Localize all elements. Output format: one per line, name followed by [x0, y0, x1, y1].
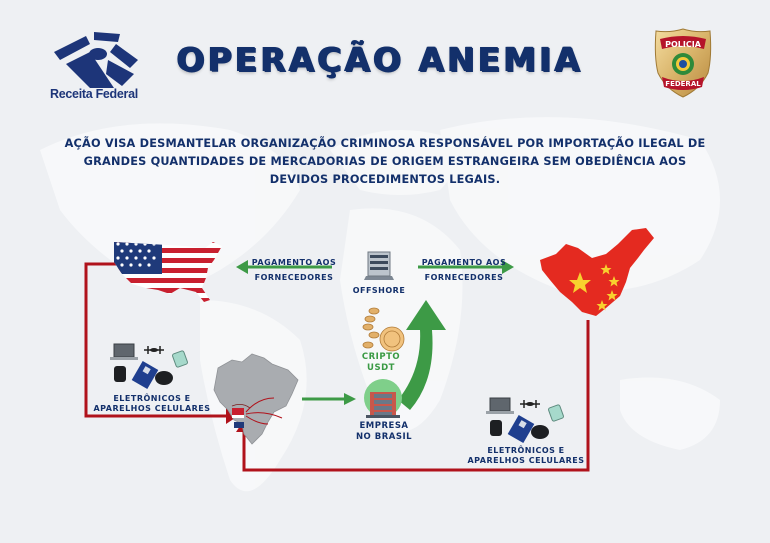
crypto-label-line1: CRIPTO — [361, 352, 401, 362]
subtitle-line-3: DEVIDOS PROCEDIMENTOS LEGAIS. — [269, 173, 501, 186]
goods-label-right-line2: APARELHOS CELULARES — [467, 456, 585, 465]
company-building-icon — [364, 379, 402, 418]
offshore-label: OFFSHORE — [352, 286, 406, 295]
payment-label-china: PAGAMENTO AOS FORNECEDORES — [416, 257, 512, 283]
payment-label-usa-line1: PAGAMENTO AOS — [251, 258, 337, 267]
subtitle: AÇÃO VISA DESMANTELAR ORGANIZAÇÃO CRIMIN… — [30, 135, 740, 189]
green-arrowhead-left — [236, 260, 248, 274]
crypto-label-line2: USDT — [367, 363, 395, 373]
empresa-label: EMPRESA NO BRASIL — [340, 421, 428, 443]
crypto-coins-icon — [362, 307, 405, 352]
page-title: OPERAÇÃO ANEMIA — [176, 40, 584, 79]
goods-label-left-line1: ELETRÔNICOS E — [113, 394, 191, 403]
crypto-label: CRIPTO USDT — [356, 352, 406, 374]
electronics-icon-left — [110, 343, 188, 390]
receita-federal-label: Receita Federal — [50, 87, 138, 101]
big-curved-arrow — [398, 300, 446, 410]
china-flag-map-icon — [540, 228, 654, 316]
green-arrowhead-right — [502, 260, 514, 274]
subtitle-line-1: AÇÃO VISA DESMANTELAR ORGANIZAÇÃO CRIMIN… — [64, 137, 706, 150]
electronics-icon-right — [486, 397, 564, 444]
brazil-map-icon — [213, 353, 299, 445]
payment-label-usa: PAGAMENTO AOS FORNECEDORES — [246, 257, 342, 283]
empresa-label-line1: EMPRESA — [359, 421, 409, 431]
subtitle-line-2: GRANDES QUANTIDADES DE MERCADORIAS DE OR… — [83, 155, 687, 168]
receita-federal-logo-icon — [54, 32, 138, 88]
payment-label-usa-line2: FORNECEDORES — [254, 273, 334, 282]
goods-label-right: ELETRÔNICOS E APARELHOS CELULARES — [446, 446, 606, 466]
goods-label-right-line1: ELETRÔNICOS E — [487, 446, 565, 455]
green-arrowhead-empresa — [344, 393, 356, 405]
payment-label-china-line2: FORNECEDORES — [424, 273, 504, 282]
office-building-icon — [364, 251, 394, 280]
policia-federal-badge-icon: POLICIA FEDERAL — [654, 28, 712, 98]
empresa-label-line2: NO BRASIL — [355, 432, 413, 442]
payment-label-china-line1: PAGAMENTO AOS — [421, 258, 507, 267]
goods-label-left-line2: APARELHOS CELULARES — [93, 404, 211, 413]
goods-label-left: ELETRÔNICOS E APARELHOS CELULARES — [72, 394, 232, 414]
usa-flag-map-icon — [114, 242, 222, 302]
badge-bottom-text: FEDERAL — [665, 80, 701, 88]
badge-top-text: POLICIA — [665, 40, 702, 49]
